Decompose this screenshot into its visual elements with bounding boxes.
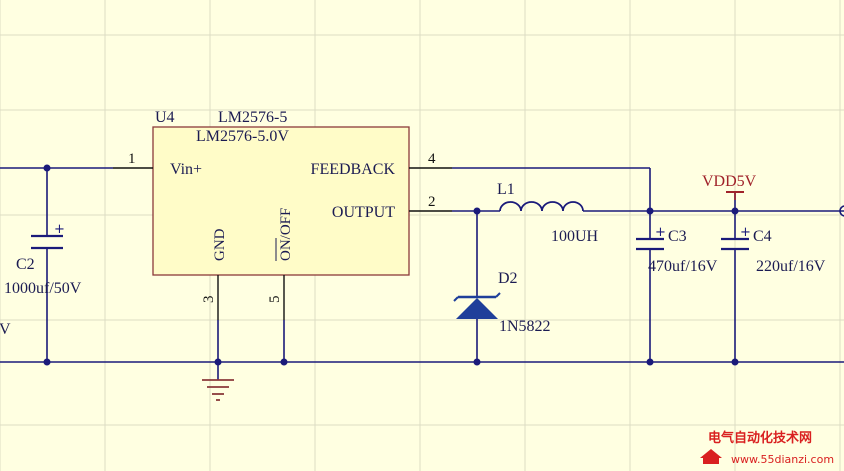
c4-designator: C4: [753, 228, 772, 245]
watermark-title: 电气自动化技术网: [708, 430, 812, 446]
pin-5-number: 5: [267, 296, 283, 304]
pin-4-number: 4: [428, 151, 436, 167]
pin-vin-name: Vin+: [170, 161, 202, 178]
wires: [0, 167, 844, 380]
power-port-vdd5v[interactable]: VDD5V: [702, 173, 757, 200]
junctions: [43, 164, 739, 366]
c3-designator: C3: [668, 228, 687, 245]
l1-value: 100UH: [551, 228, 599, 245]
pin-gnd-name: GND: [212, 228, 228, 261]
ic-part-name: LM2576-5: [218, 109, 287, 126]
ic-body: [152, 126, 410, 276]
house-logo: [700, 449, 722, 464]
capacitor-c2[interactable]: + C2 1000uf/50V: [4, 222, 82, 297]
power-port-label: VDD5V: [702, 173, 757, 190]
junction-dot: [731, 358, 739, 366]
d2-cathode-hook-left: [453, 296, 459, 302]
c2-plus-sign: +: [54, 222, 65, 237]
d2-value: 1N5822: [499, 318, 551, 335]
watermark-url: www.55dianzi.com: [731, 453, 834, 466]
ic-designator: U4: [155, 109, 175, 126]
junction-dot: [473, 358, 481, 366]
pin-onoff-name: ON/OFF: [278, 208, 294, 261]
pin-1-number: 1: [128, 151, 136, 167]
d2-designator: D2: [498, 270, 518, 287]
c2-value: 1000uf/50V: [4, 280, 82, 297]
junction-dot: [646, 207, 654, 215]
watermark: 电气自动化技术网 www.55dianzi.com: [700, 430, 834, 466]
l1-coil: [499, 201, 584, 212]
junction-dot: [214, 358, 222, 366]
pin-feedback-name: FEEDBACK: [311, 161, 396, 178]
capacitor-c4[interactable]: + C4 220uf/16V: [721, 225, 826, 275]
junction-dot: [43, 164, 51, 172]
junction-dot: [473, 207, 481, 215]
junction-dot: [43, 358, 51, 366]
pin-2-number: 2: [428, 194, 436, 210]
l1-designator: L1: [497, 181, 515, 198]
inductor-l1[interactable]: L1 100UH: [497, 181, 599, 245]
d2-triangle: [456, 298, 498, 319]
ic-value: LM2576-5.0V: [196, 128, 289, 145]
junction-dot: [646, 358, 654, 366]
d2-cathode-hook-right: [495, 292, 501, 298]
capacitor-c3[interactable]: + C3 470uf/16V: [636, 225, 718, 275]
c2-designator: C2: [16, 256, 35, 273]
junction-dot: [731, 207, 739, 215]
pin-3-number: 3: [201, 296, 217, 304]
ground-symbol[interactable]: [202, 379, 234, 401]
c3-plus-sign: +: [655, 225, 666, 240]
c4-plus-sign: +: [740, 225, 751, 240]
junction-dot: [280, 358, 288, 366]
ic-u4[interactable]: U4 LM2576-5 LM2576-5.0V Vin+ FEEDBACK OU…: [113, 109, 452, 320]
c3-value: 470uf/16V: [648, 258, 718, 275]
net-port-circle: [839, 205, 844, 217]
left-edge-label-fragment: V: [0, 321, 11, 338]
pin-output-name: OUTPUT: [332, 204, 395, 221]
diode-d2[interactable]: D2 1N5822: [453, 270, 551, 335]
c4-value: 220uf/16V: [756, 258, 826, 275]
